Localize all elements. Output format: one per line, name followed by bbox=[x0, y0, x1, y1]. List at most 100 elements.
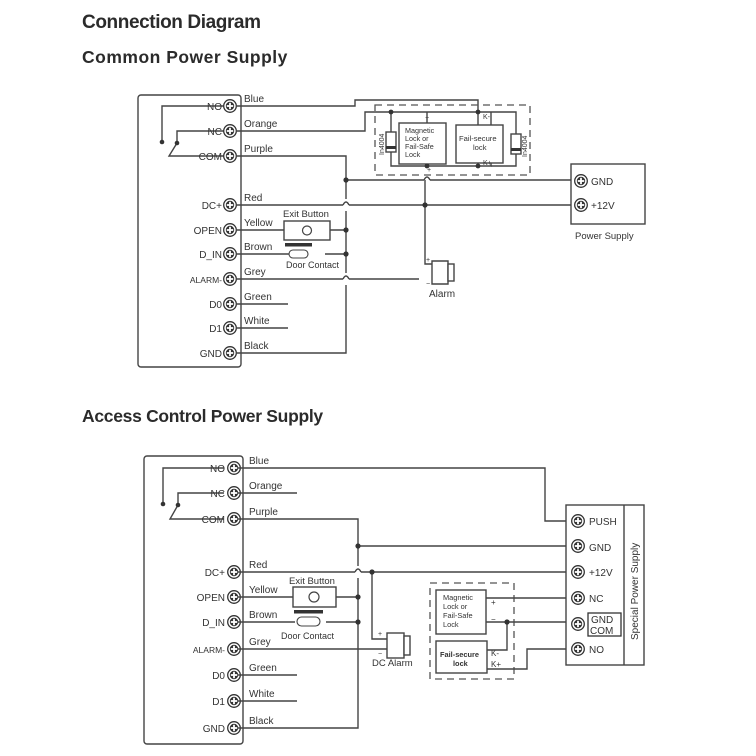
alarm-label: Alarm bbox=[429, 289, 455, 300]
alarm-minus: − bbox=[378, 651, 382, 658]
terminal-label: ALARM- bbox=[190, 275, 222, 285]
terminal-gnd: GND Black bbox=[203, 716, 275, 735]
magnetic-lock bbox=[398, 122, 447, 165]
terminal-d0: D0 Green bbox=[212, 663, 277, 682]
terminal-alarm-: ALARM-Grey bbox=[193, 637, 271, 656]
diode-left bbox=[385, 131, 397, 153]
wire-color-label: White bbox=[244, 316, 270, 327]
ps-terminal-screw-icon bbox=[571, 642, 585, 656]
terminal-label: D_IN bbox=[202, 618, 225, 629]
terminal-screw-icon bbox=[223, 272, 237, 286]
diode-right bbox=[510, 133, 522, 155]
ps-gnd: GND bbox=[589, 543, 611, 554]
power-supply-12v: +12V bbox=[591, 201, 615, 212]
terminal-screw-icon bbox=[223, 223, 237, 237]
wire-color-label: Green bbox=[249, 663, 277, 674]
relay-no-line bbox=[161, 105, 224, 141]
terminal-screw-icon bbox=[223, 149, 237, 163]
page-title: Connection Diagram bbox=[82, 12, 261, 33]
terminal-label: NC bbox=[208, 127, 222, 138]
relay-no-line bbox=[162, 467, 224, 503]
lock-k-plus: K+ bbox=[491, 660, 501, 669]
wire-color-label: Grey bbox=[244, 267, 266, 278]
door-contact-switch bbox=[288, 249, 309, 259]
terminal-label: D1 bbox=[209, 324, 222, 335]
wire-no bbox=[487, 648, 569, 670]
wire-blue bbox=[238, 467, 569, 522]
ps-terminal-screw-icon bbox=[571, 591, 585, 605]
terminal-label: D1 bbox=[212, 697, 225, 708]
wire-color-label: Yellow bbox=[244, 218, 273, 229]
wire-color-label: Yellow bbox=[249, 585, 278, 596]
terminal-label: GND bbox=[203, 724, 225, 735]
wire-color-label: Blue bbox=[249, 456, 269, 467]
ps-terminal-screw-icon bbox=[571, 617, 585, 631]
terminal-label: DC+ bbox=[205, 568, 225, 579]
terminal-label: D0 bbox=[212, 671, 225, 682]
controller-body bbox=[143, 455, 244, 745]
terminal-screw-icon bbox=[223, 99, 237, 113]
wire-color-label: Orange bbox=[249, 481, 283, 492]
terminal-d1: D1 White bbox=[209, 316, 270, 335]
lock-minus: − bbox=[491, 615, 496, 624]
terminal-label: OPEN bbox=[194, 226, 222, 237]
wire-color-label: Blue bbox=[244, 94, 264, 105]
access-control-supply-diagram: NOBlueNCOrangeCOMPurpleDC+RedOPENYellowD… bbox=[143, 455, 645, 745]
alarm-symbol bbox=[386, 632, 405, 659]
wire-blue bbox=[236, 99, 479, 112]
alarm-plus: + bbox=[426, 257, 430, 264]
door-contact-magnet bbox=[294, 610, 323, 614]
ps-gnd-com-box bbox=[587, 612, 622, 637]
wire-color-label: Red bbox=[249, 560, 267, 571]
wire-black bbox=[238, 546, 359, 729]
ps-terminal-screw-icon bbox=[571, 539, 585, 553]
wire-orange bbox=[236, 111, 366, 132]
wire-k-minus bbox=[487, 622, 508, 651]
crossover-red bbox=[342, 201, 350, 206]
terminal-label: NO bbox=[210, 464, 225, 475]
wire-purple bbox=[238, 518, 359, 546]
magnetic-lock-text: Magnetic Lock or Fail-Safe Lock bbox=[443, 593, 475, 629]
alarm-label: DC Alarm bbox=[372, 658, 413, 669]
power-supply-box bbox=[570, 163, 646, 225]
terminal-label: ALARM- bbox=[193, 645, 225, 655]
terminal-alarm-: ALARM- Grey bbox=[190, 267, 266, 286]
lock-k-plus: K+ bbox=[483, 160, 492, 167]
terminal-open: OPEN Yellow bbox=[194, 218, 274, 237]
fail-secure-lock-text: Fail-secure lock bbox=[440, 650, 481, 668]
ps-gnd-com: GND COM bbox=[590, 615, 616, 637]
door-contact-label: Door Contact bbox=[286, 260, 340, 270]
wire-color-label: Brown bbox=[244, 242, 272, 253]
lock-box-frame bbox=[374, 104, 531, 176]
wire-color-label: Purple bbox=[244, 144, 273, 155]
wire-color-label: Black bbox=[244, 341, 269, 352]
ps-no: NO bbox=[589, 645, 604, 656]
exit-button-label: Exit Button bbox=[289, 576, 335, 587]
common-supply-diagram: NOBlueNCOrangeCOMPurpleDC+RedOPENYellowD… bbox=[137, 94, 646, 368]
wire-purple bbox=[236, 155, 347, 180]
wire-alarm-plus bbox=[371, 572, 387, 640]
ps-terminal-screw-icon bbox=[571, 514, 585, 528]
ps-nc: NC bbox=[589, 594, 603, 605]
lock-box-frame bbox=[429, 582, 515, 680]
terminal-label: DC+ bbox=[202, 201, 222, 212]
wire-data bbox=[238, 674, 297, 702]
fail-secure-lock-text: Fail-secure lock bbox=[459, 134, 499, 152]
wire-black bbox=[236, 180, 347, 354]
wire-color-label: Black bbox=[249, 716, 274, 727]
magnetic-lock bbox=[435, 589, 487, 635]
terminal-screw-icon bbox=[223, 198, 237, 212]
terminal-dc-: DC+Red bbox=[202, 193, 263, 212]
wire-data bbox=[236, 303, 288, 329]
ps-terminal-screw-icon bbox=[571, 565, 585, 579]
